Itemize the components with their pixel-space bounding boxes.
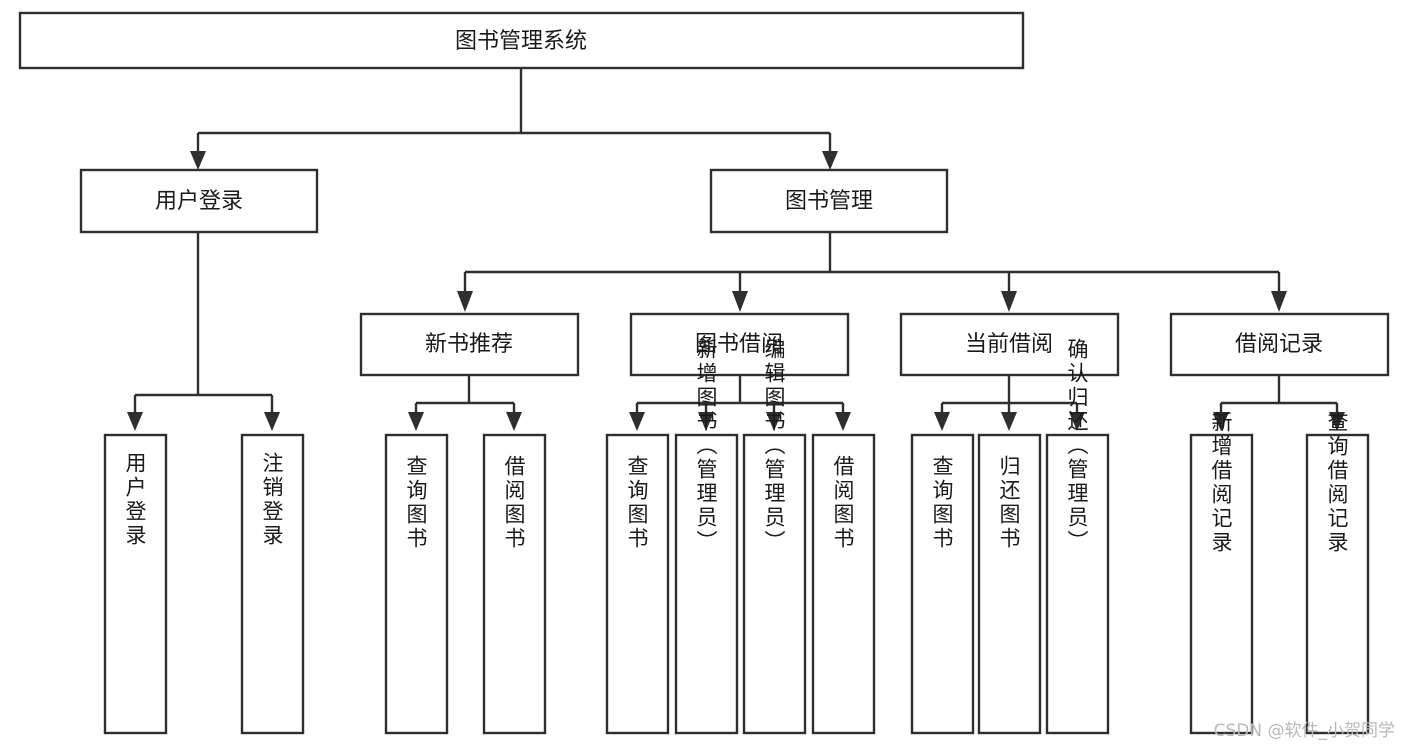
connector-current-borrow-to-leaves [934, 375, 1085, 431]
leaf-current-borrow-1-label: 查询图书 [930, 455, 954, 551]
arrowhead-borrow-record [1271, 291, 1287, 312]
arrowhead-leaf-current-borrow-2 [1001, 412, 1017, 431]
leaf-user-login-2[interactable]: 注销登录 [240, 433, 305, 735]
leaf-user-login-1-box[interactable] [103, 433, 168, 735]
node-user-login-label: 用户登录 [155, 189, 243, 214]
node-borrow-record-box[interactable] [1169, 312, 1390, 377]
arrowhead-leaf-book-borrow-4 [835, 412, 851, 431]
leaf-user-login-2-box[interactable] [240, 433, 305, 735]
leaf-current-borrow-3-box[interactable] [1045, 433, 1110, 735]
node-user-login[interactable]: 用户登录 [79, 168, 319, 234]
leaf-book-borrow-2[interactable]: 新增图书（管理员） [674, 338, 739, 735]
connector-book-borrow-to-leaves [629, 375, 851, 431]
leaf-borrow-record-1-label: 新增借阅记录 [1209, 411, 1233, 555]
node-current-borrow-box[interactable] [899, 312, 1120, 377]
arrowhead-leaf-new-book-2 [506, 412, 522, 431]
arrowhead-new-book [457, 291, 473, 312]
leaf-book-borrow-3[interactable]: 编辑图书（管理员） [742, 338, 807, 735]
leaf-current-borrow-3[interactable]: 确认归还（管理员） [1045, 338, 1110, 735]
arrowhead-leaf-book-borrow-3 [766, 412, 782, 431]
leaf-book-borrow-4-box[interactable] [811, 433, 876, 735]
arrowhead-leaf-user-login-2 [264, 412, 280, 431]
leaf-book-borrow-1-label: 查询图书 [625, 455, 649, 551]
leaf-new-book-1-box[interactable] [384, 433, 449, 735]
node-new-book-recommend-label: 新书推荐 [425, 332, 513, 357]
leaf-borrow-record-2[interactable]: 查询借阅记录 [1305, 411, 1370, 735]
node-current-borrow[interactable]: 当前借阅 [899, 312, 1120, 377]
arrowhead-leaf-new-book-1 [408, 412, 424, 431]
leaf-user-login-1[interactable]: 用户登录 [103, 433, 168, 735]
arrowhead-leaf-book-borrow-1 [629, 412, 645, 431]
connector-borrow-record-to-leaves [1213, 375, 1345, 431]
leaf-book-borrow-4-label: 借阅图书 [831, 455, 855, 551]
node-book-borrow-label: 图书借阅 [695, 332, 783, 357]
leaf-current-borrow-1[interactable]: 查询图书 [910, 433, 975, 735]
node-borrow-record[interactable]: 借阅记录 [1169, 312, 1390, 377]
arrowhead-book-borrow [732, 291, 748, 312]
arrowhead-book-manage [822, 151, 838, 170]
leaf-new-book-1[interactable]: 查询图书 [384, 433, 449, 735]
leaf-current-borrow-1-box[interactable] [910, 433, 975, 735]
leaf-borrow-record-1-box[interactable] [1189, 433, 1254, 735]
arrowhead-leaf-borrow-record-1 [1213, 412, 1229, 431]
connector-book-manage-to-level3 [457, 232, 1287, 312]
leaf-user-login-1-label: 用户登录 [123, 452, 147, 548]
node-book-manage[interactable]: 图书管理 [709, 168, 949, 234]
leaf-borrow-record-2-box[interactable] [1305, 433, 1370, 735]
node-current-borrow-label: 当前借阅 [965, 332, 1053, 357]
leaf-current-borrow-2[interactable]: 归还图书 [977, 433, 1042, 735]
arrowhead-leaf-user-login-1 [127, 412, 143, 431]
node-root-box[interactable] [18, 11, 1025, 70]
node-book-borrow-box[interactable] [629, 312, 850, 377]
node-book-manage-label: 图书管理 [785, 189, 873, 214]
leaf-book-borrow-1-box[interactable] [605, 433, 670, 735]
connector-root-to-level2 [190, 68, 838, 170]
node-root[interactable]: 图书管理系统 [18, 11, 1025, 70]
arrowhead-leaf-current-borrow-3 [1069, 412, 1085, 431]
node-borrow-record-label: 借阅记录 [1235, 332, 1323, 357]
connector-user-login-to-leaves [127, 232, 280, 431]
leaf-book-borrow-2-label: 新增图书（管理员） [694, 338, 718, 554]
leaf-new-book-2-label: 借阅图书 [502, 455, 526, 551]
leaf-book-borrow-3-label: 编辑图书（管理员） [762, 338, 786, 554]
leaf-current-borrow-2-box[interactable] [977, 433, 1042, 735]
leaf-book-borrow-2-box[interactable] [674, 433, 739, 735]
node-new-book-recommend-box[interactable] [359, 312, 580, 377]
leaf-current-borrow-3-label: 确认归还（管理员） [1065, 338, 1089, 554]
node-user-login-box[interactable] [79, 168, 319, 234]
arrowhead-current-borrow [1001, 291, 1017, 312]
leaf-new-book-2[interactable]: 借阅图书 [482, 433, 547, 735]
arrowhead-leaf-book-borrow-2 [698, 412, 714, 431]
leaf-user-login-2-label: 注销登录 [260, 452, 284, 548]
arrowhead-user-login [190, 151, 206, 170]
node-book-manage-box[interactable] [709, 168, 949, 234]
leaf-book-borrow-1[interactable]: 查询图书 [605, 433, 670, 735]
leaf-new-book-2-box[interactable] [482, 433, 547, 735]
node-root-label: 图书管理系统 [455, 29, 587, 54]
leaf-current-borrow-2-label: 归还图书 [997, 455, 1021, 551]
leaf-new-book-1-label: 查询图书 [404, 455, 428, 551]
arrowhead-leaf-borrow-record-2 [1329, 412, 1345, 431]
leaf-borrow-record-2-label: 查询借阅记录 [1325, 411, 1349, 555]
arrowhead-leaf-current-borrow-1 [934, 412, 950, 431]
connector-new-book-to-leaves [408, 375, 522, 431]
node-new-book-recommend[interactable]: 新书推荐 [359, 312, 580, 377]
node-book-borrow[interactable]: 图书借阅 [629, 312, 850, 377]
leaf-borrow-record-1[interactable]: 新增借阅记录 [1189, 411, 1254, 735]
leaf-book-borrow-4[interactable]: 借阅图书 [811, 433, 876, 735]
leaf-book-borrow-3-box[interactable] [742, 433, 807, 735]
